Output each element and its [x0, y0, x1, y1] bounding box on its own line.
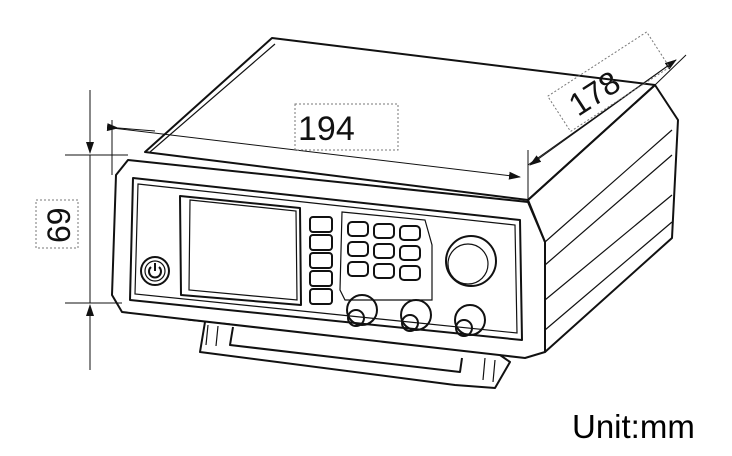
width-dimension: 194: [106, 103, 529, 200]
soft-key: [309, 234, 333, 251]
tilt-stand: [187, 319, 511, 389]
bnc-connectors: [346, 294, 486, 337]
power-button-icon: [140, 256, 170, 286]
soft-key: [309, 270, 333, 287]
soft-keys: [309, 216, 333, 305]
width-value: 194: [298, 110, 355, 148]
depth-value: 178: [562, 64, 626, 123]
height-value: 69: [41, 207, 77, 243]
soft-key: [309, 288, 333, 305]
unit-label: Unit:mm: [572, 408, 695, 445]
depth-dimension: 178: [527, 31, 687, 166]
soft-key: [309, 216, 333, 233]
lcd-screen: [179, 195, 302, 306]
height-dimension: 69: [35, 90, 128, 370]
soft-key: [309, 252, 333, 269]
keypad: [339, 211, 433, 301]
rotary-knob: [445, 235, 497, 287]
